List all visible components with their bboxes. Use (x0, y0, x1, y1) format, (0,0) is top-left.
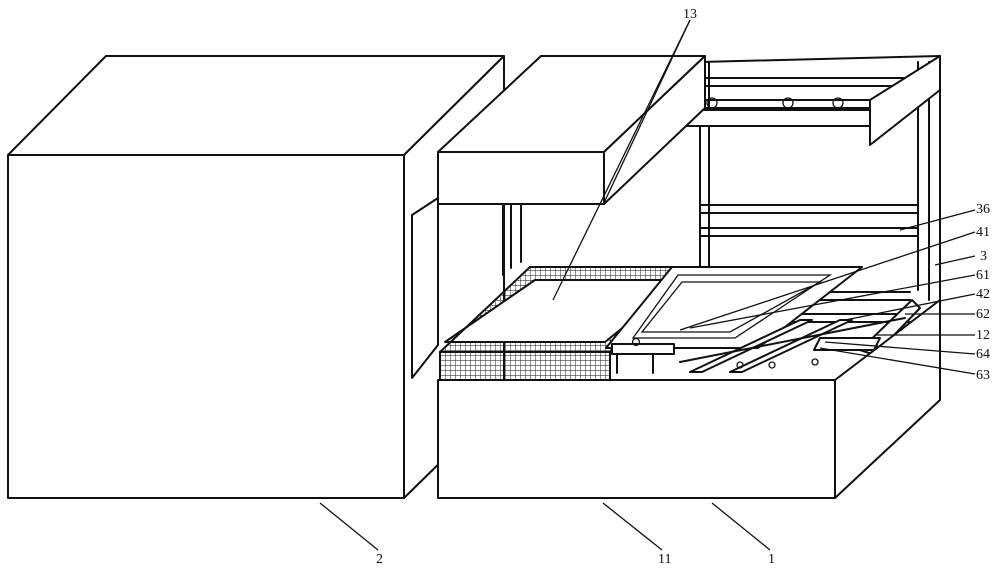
tray-edge-left (439, 266, 531, 353)
leader-41 (679, 231, 976, 331)
leader-3 (934, 255, 976, 266)
label-36: 36 (976, 202, 990, 217)
slider-mechanism (679, 317, 906, 373)
label-1: 1 (768, 552, 775, 567)
label-2: 2 (376, 552, 383, 567)
roller-1 (706, 97, 718, 109)
upper-box (437, 55, 706, 205)
upper-box-front (437, 151, 605, 205)
leader-64 (824, 341, 976, 355)
label-61: 61 (976, 268, 990, 283)
label-41: 41 (976, 225, 990, 240)
slider-pin-2 (768, 361, 776, 369)
roller-2 (782, 97, 794, 109)
label-64: 64 (976, 347, 990, 362)
leader-13a (552, 19, 691, 301)
label-62: 62 (976, 307, 990, 322)
leader-13b (602, 19, 691, 206)
frame-inner (631, 274, 833, 339)
label-13: 13 (683, 7, 697, 22)
label-3: 3 (980, 249, 987, 264)
label-12: 12 (976, 328, 990, 343)
leader-36 (899, 209, 976, 231)
left-cabinet-front (7, 154, 405, 499)
leader-11 (602, 502, 663, 551)
roller-3 (832, 97, 844, 109)
frame-clamp (611, 343, 675, 355)
frame-top-rail (699, 55, 941, 63)
leader-42 (844, 293, 976, 321)
slider-pin-3 (811, 358, 819, 366)
leader-lines (319, 19, 976, 551)
label-63: 63 (976, 368, 990, 383)
slider-pin-1 (736, 361, 744, 369)
rear-panel (411, 197, 439, 379)
label-42: 42 (976, 287, 990, 302)
leader-61 (689, 274, 976, 329)
leader-2 (319, 502, 379, 551)
slider-rod (679, 317, 906, 363)
frame-bolt (631, 337, 641, 347)
leader-1 (711, 502, 771, 551)
lower-base-front (437, 379, 836, 499)
upper-bar (679, 109, 873, 127)
inner-frame (605, 266, 863, 374)
slider-bar-1 (689, 319, 813, 373)
reference-labels: 13 36 41 3 61 42 62 12 64 63 2 11 1 (376, 7, 990, 567)
frame-inner-2 (640, 281, 823, 333)
label-11: 11 (658, 552, 671, 567)
upper-arm (869, 55, 941, 146)
tray-front-mesh (439, 351, 611, 381)
leader-63 (819, 347, 976, 375)
